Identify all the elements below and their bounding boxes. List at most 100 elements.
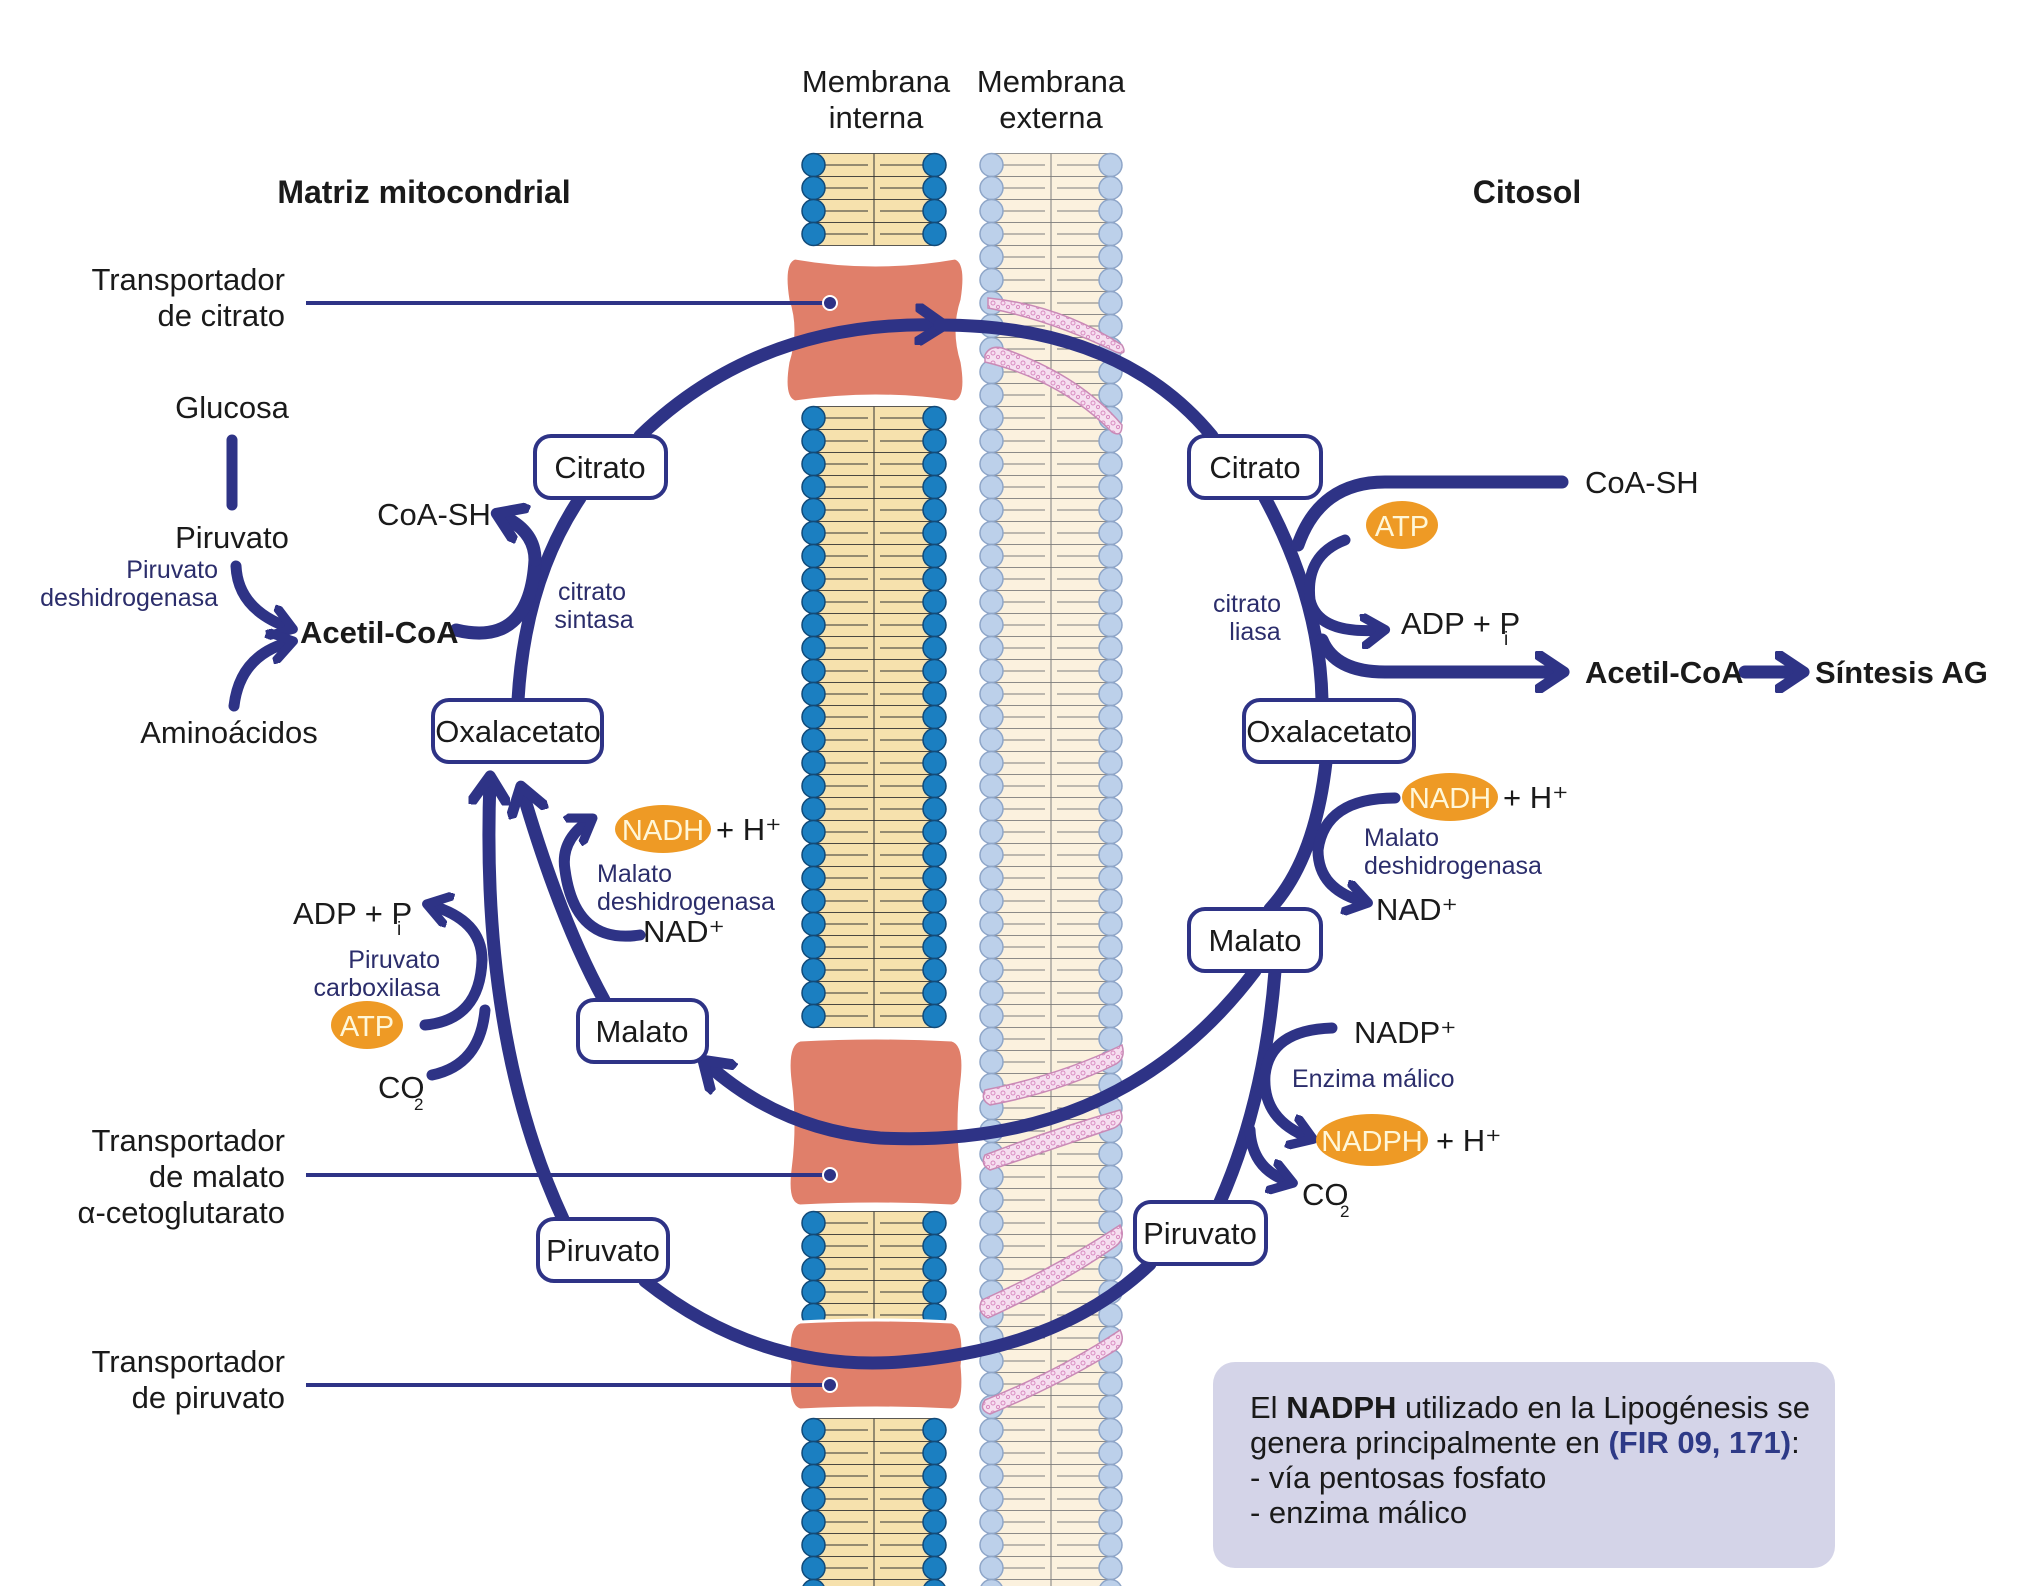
lipid-head xyxy=(1098,957,1123,983)
lipid-head xyxy=(1098,842,1123,868)
lipid-head xyxy=(979,750,1004,776)
note-text: : xyxy=(1791,1425,1800,1460)
lipid-head xyxy=(979,474,1004,500)
note-text: El xyxy=(1250,1390,1286,1425)
matrix-malate-node: Malato xyxy=(576,998,709,1064)
inner-membrane xyxy=(801,152,947,1586)
matrix-coa-sh-label: CoA-SH xyxy=(377,497,491,532)
lipid-head xyxy=(922,727,947,753)
cytosol-pi-subscript: i xyxy=(1504,629,1508,650)
lipid-head xyxy=(979,888,1004,914)
lipid-head xyxy=(1098,934,1123,960)
lipid-head xyxy=(1098,888,1123,914)
lipid-head xyxy=(801,451,826,477)
lipid-head xyxy=(922,474,947,500)
lipid-head xyxy=(922,796,947,822)
node-label: Malato xyxy=(1208,923,1301,958)
lipid-head xyxy=(922,1532,947,1558)
lipid-head xyxy=(922,589,947,615)
lipid-head xyxy=(801,842,826,868)
lipid-head xyxy=(979,1256,1004,1282)
cytosol-atp-to-adp-arrow xyxy=(1303,534,1382,631)
citrate-synthase-label-line2: sintasa xyxy=(554,606,633,634)
malate-transporter-label-line2: de malato xyxy=(149,1159,285,1194)
co2-release-arrow xyxy=(1244,1124,1290,1182)
lipid-head xyxy=(801,888,826,914)
atp-to-adp-arrow xyxy=(419,905,488,1031)
lipid-head xyxy=(979,681,1004,707)
lipid-head xyxy=(979,543,1004,569)
cytosol-pyruvate-node: Piruvato xyxy=(1133,1200,1268,1266)
matrix-pyruvate-node: Piruvato xyxy=(536,1217,670,1283)
lipid-head xyxy=(979,1463,1004,1489)
lipid-head xyxy=(1099,1578,1122,1586)
lipid-head xyxy=(1098,819,1123,845)
lipid-head xyxy=(1098,980,1123,1006)
lipid-head xyxy=(801,773,826,799)
citrate-export-arrow-continuation xyxy=(933,318,1219,443)
cytosol-adp-pi-label: ADP + P xyxy=(1401,606,1520,641)
lipid-head xyxy=(801,428,826,454)
matrix-co2-subscript: 2 xyxy=(414,1095,423,1114)
matrix-nadh-badge: NADH xyxy=(615,805,711,853)
lipid-head xyxy=(801,198,826,224)
node-label: Piruvato xyxy=(546,1233,660,1268)
lipid-head xyxy=(979,773,1004,799)
lipid-head xyxy=(979,428,1004,454)
lipid-head xyxy=(979,842,1004,868)
lipid-head xyxy=(801,520,826,546)
lipid-head xyxy=(801,589,826,615)
lipid-head xyxy=(801,1486,826,1512)
lipid-head xyxy=(801,1210,826,1236)
lipid-head xyxy=(979,175,1004,201)
lipid-head xyxy=(1098,1463,1123,1489)
lipid-head xyxy=(979,796,1004,822)
lipid-head xyxy=(922,152,947,178)
lipid-head xyxy=(979,198,1004,224)
lipid-head xyxy=(801,934,826,960)
lipid-head xyxy=(1098,1555,1123,1581)
lipid-head xyxy=(1098,566,1123,592)
lipid-head xyxy=(979,244,1004,270)
lipid-head xyxy=(979,1210,1004,1236)
nadp-plus-label: NADP⁺ xyxy=(1354,1015,1457,1050)
lipid-head xyxy=(979,1486,1004,1512)
lipid-head xyxy=(979,497,1004,523)
lipid-head xyxy=(979,1555,1004,1581)
lipid-head xyxy=(1098,290,1123,316)
coa-sh-release-arrow xyxy=(500,515,542,567)
cytosol-malate-dehydrogenase-label-line2: deshidrogenasa xyxy=(1364,852,1542,880)
cytosol-oxaloacetate-node: Oxalacetato xyxy=(1242,698,1416,764)
lipid-head xyxy=(979,451,1004,477)
lipid-head xyxy=(801,1256,826,1282)
pyruvate-dehydrogenase-label-line1: Piruvato xyxy=(126,556,218,584)
lipid-head xyxy=(979,1026,1004,1052)
lipid-head xyxy=(801,957,826,983)
lipid-head xyxy=(801,1555,826,1581)
cytosol-nad-plus-label: NAD⁺ xyxy=(1376,892,1458,927)
lipid-head xyxy=(801,612,826,638)
lipid-head xyxy=(979,520,1004,546)
lipid-head xyxy=(801,980,826,1006)
lipid-head xyxy=(1098,152,1123,178)
badge-label: NADPH xyxy=(1321,1126,1423,1158)
pyruvate-transporter-label-line2: de piruvato xyxy=(132,1380,285,1415)
note-line-2: genera principalmente en (FIR 09, 171): xyxy=(1250,1425,1800,1460)
lipid-head xyxy=(979,612,1004,638)
lipid-head xyxy=(1098,681,1123,707)
lipid-head xyxy=(1098,589,1123,615)
porin xyxy=(981,1328,1123,1415)
malate-import-arrow xyxy=(706,964,1262,1146)
matrix-malate-to-oxaloacetate-arrow xyxy=(522,790,611,1007)
porin xyxy=(982,1109,1123,1171)
lipid-head xyxy=(801,152,826,178)
lipid-head xyxy=(801,796,826,822)
lipid-head xyxy=(979,1003,1004,1029)
lipid-head xyxy=(922,773,947,799)
note-line-1: El NADPH utilizado en la Lipogénesis se xyxy=(1250,1390,1810,1425)
lipid-head xyxy=(1098,1532,1123,1558)
lipid-head xyxy=(1098,175,1123,201)
lipid-head xyxy=(801,681,826,707)
lipid-head xyxy=(979,704,1004,730)
node-label: Citrato xyxy=(1209,450,1300,485)
